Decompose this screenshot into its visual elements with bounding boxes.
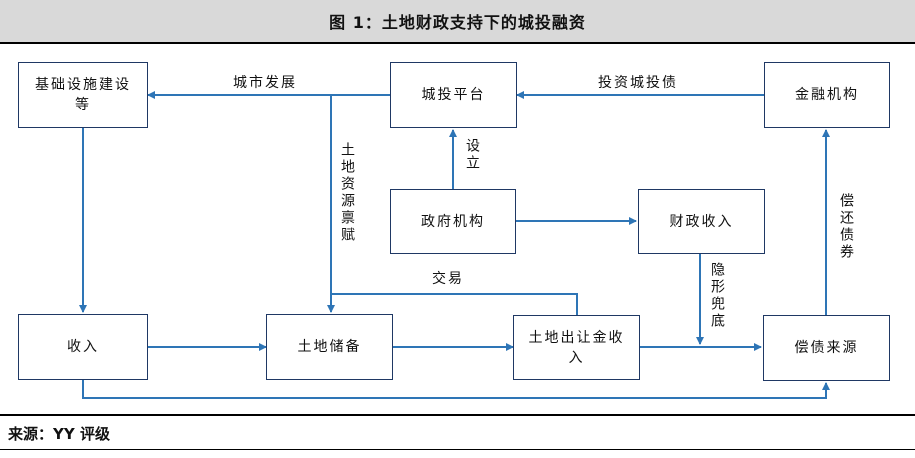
box-fiscal-income-label: 财政收入 <box>669 213 734 230</box>
box-chengtou-label: 城投平台 <box>421 87 486 103</box>
label-establish: 设立 <box>464 138 480 172</box>
box-infrastructure-label: 基础设施建设等 <box>35 77 131 113</box>
source-note: 来源：YY 评级 <box>8 425 110 443</box>
box-finance-institution: 金融机构 <box>764 62 890 128</box>
label-land-endowment: 土地资源禀赋 <box>339 142 355 244</box>
box-repayment-source: 偿债来源 <box>763 315 890 381</box>
box-land-reserve: 土地储备 <box>266 314 393 380</box>
box-infrastructure: 基础设施建设等 <box>18 62 148 128</box>
figure-title: 图 1：土地财政支持下的城投融资 <box>0 0 915 42</box>
label-repay-bonds: 偿还债券 <box>838 193 854 261</box>
box-income-label: 收入 <box>67 339 99 355</box>
box-land-sale-income-label: 土地出让金收入 <box>528 329 625 366</box>
box-chengtou: 城投平台 <box>390 62 517 128</box>
source-rule-bottom <box>0 449 915 450</box>
line-transaction <box>331 293 578 315</box>
box-land-reserve-label: 土地储备 <box>297 339 362 355</box>
box-repayment-source-label: 偿债来源 <box>794 340 859 356</box>
box-land-sale-income: 土地出让金收入 <box>513 315 640 380</box>
label-city-development: 城市发展 <box>233 75 297 91</box>
box-government: 政府机构 <box>390 189 516 254</box>
box-income: 收入 <box>18 314 148 380</box>
arrow-income-to-repay <box>82 380 830 399</box>
title-rule <box>0 42 915 44</box>
box-finance-institution-label: 金融机构 <box>795 87 859 103</box>
label-transaction: 交易 <box>432 271 464 287</box>
label-investment-bonds: 投资城投债 <box>598 75 678 91</box>
source-rule-top <box>0 414 915 416</box>
box-government-label: 政府机构 <box>421 213 485 230</box>
box-fiscal-income: 财政收入 <box>638 189 765 254</box>
label-implicit-guarantee: 隐形兜底 <box>709 262 725 330</box>
